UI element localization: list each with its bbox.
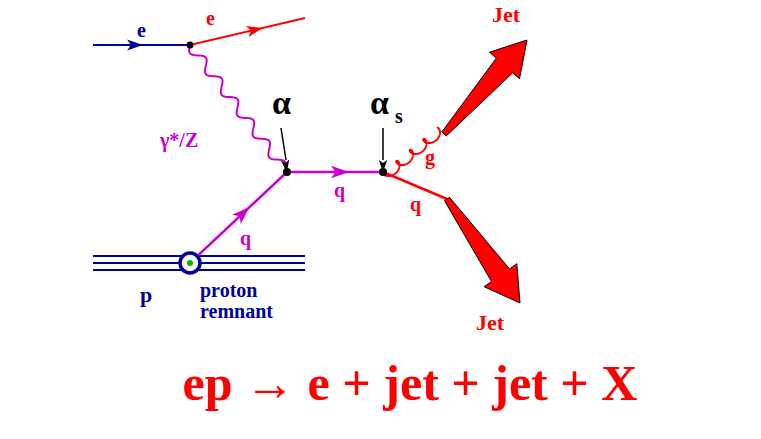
parton-dot [187, 260, 193, 266]
caption-text: ep → e + jet + jet + X [183, 355, 638, 411]
coupling-pointer [281, 128, 286, 160]
coupling-label: α [370, 86, 389, 120]
particle-label: q [334, 180, 345, 200]
jet-arrow [445, 197, 521, 303]
reaction-caption: ep → e + jet + jet + X [40, 356, 761, 411]
jet-arrow [442, 40, 527, 136]
coupling-subscript: s [395, 106, 403, 126]
particle-label: g [425, 147, 435, 167]
jet-label: Jet [492, 4, 520, 26]
arrow-head [127, 39, 143, 50]
gluon-curl [383, 128, 440, 176]
arrow-head [246, 26, 263, 37]
photon-wave [189, 45, 286, 170]
particle-label: e [206, 8, 215, 28]
remnant-label: proton remnant [200, 280, 280, 322]
arrow-head [232, 207, 249, 224]
particle-label: q [240, 228, 251, 248]
particle-label: q [410, 194, 421, 214]
vertex-dot [187, 42, 194, 49]
jet-label: Jet [476, 312, 504, 334]
particle-label: e [137, 20, 146, 40]
vertex-dot [283, 168, 291, 176]
boson-label: γ*/Z [160, 130, 198, 150]
quark-in-line [190, 172, 287, 263]
vertex-dot [379, 168, 387, 176]
proton-blob [180, 253, 200, 273]
arrow-head [331, 166, 349, 179]
coupling-pointer [382, 128, 384, 160]
proton-label: p [140, 284, 152, 306]
coupling-label: α [272, 86, 291, 120]
